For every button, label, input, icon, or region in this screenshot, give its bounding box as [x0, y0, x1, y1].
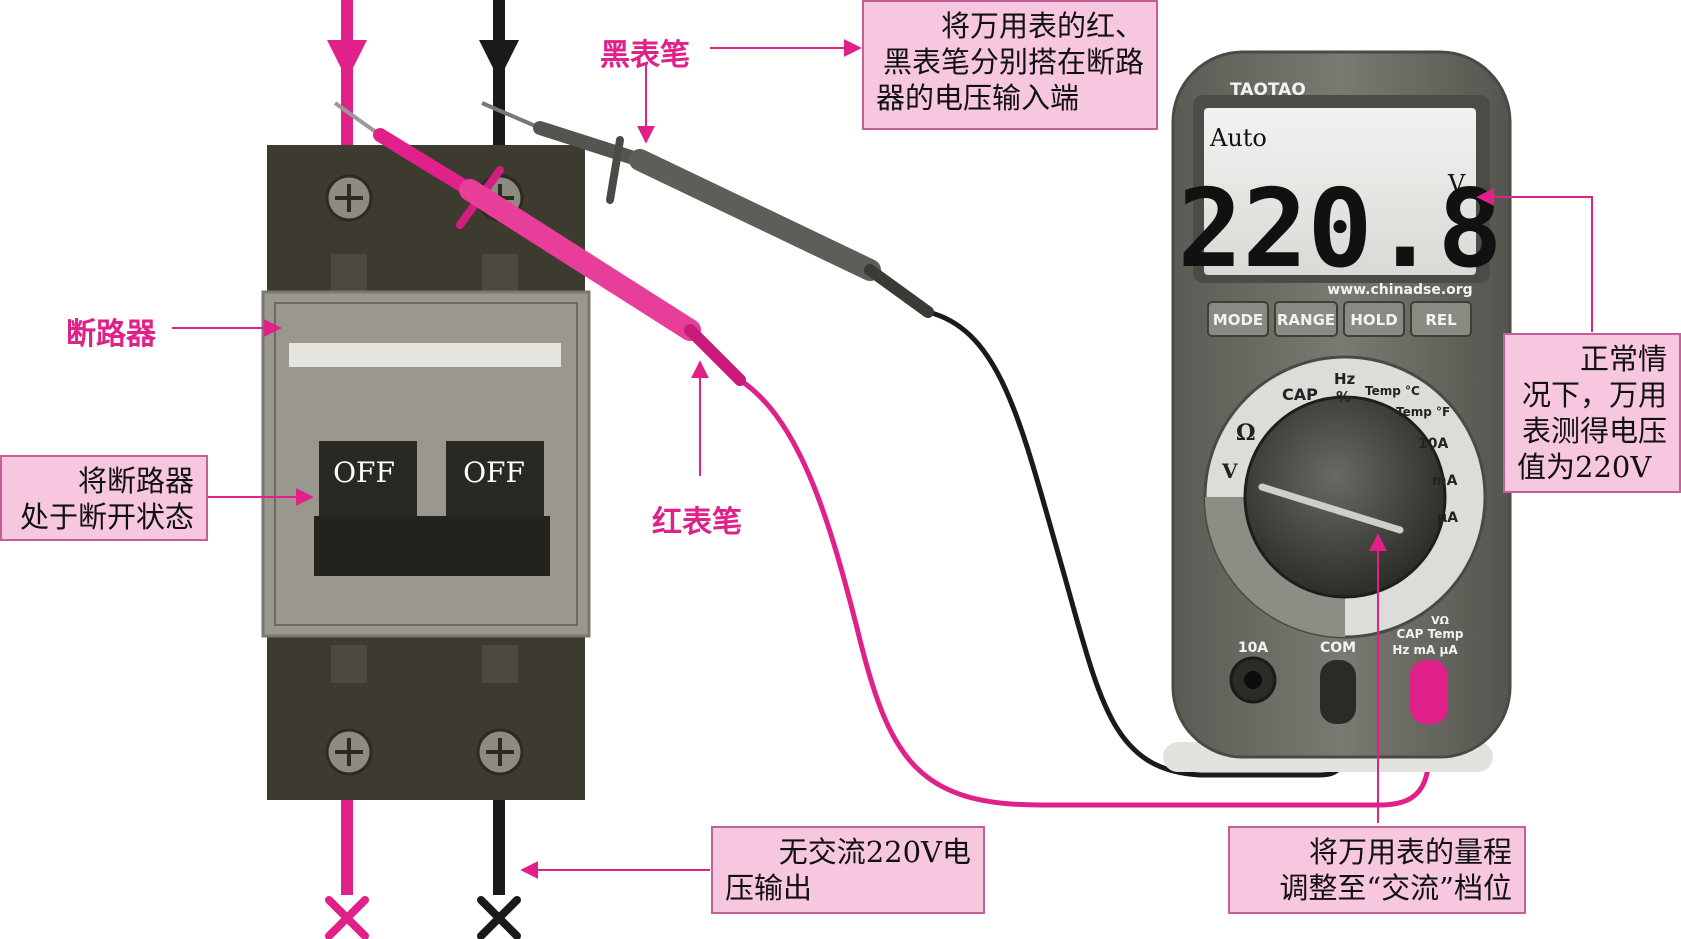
red-probe-cable: [738, 377, 1433, 808]
hold-button-label: HOLD: [1350, 311, 1397, 329]
input-jacks: 10A COM VΩ CAP Temp Hz mA μA: [1229, 614, 1464, 724]
dial-ua: μA: [1437, 510, 1458, 526]
callout-line: 况下，万用: [1521, 378, 1667, 412]
black-probe-label: 黑表笔: [600, 38, 690, 73]
red-probe-label: 红表笔: [652, 505, 742, 540]
breaker-label-strip: [289, 343, 561, 367]
callout-line: 将断路器: [77, 464, 194, 498]
live-flow-arrow-icon: [327, 40, 367, 80]
callout-line: 处于断开状态: [19, 500, 194, 534]
jack-10a-label: 10A: [1238, 640, 1268, 656]
selector-pointer: [1258, 483, 1404, 534]
dial-cap: CAP: [1282, 385, 1318, 404]
dial-ma: mA: [1432, 473, 1458, 489]
breaker-toggle-left[interactable]: [319, 441, 417, 521]
callout-line: 值为220V: [1517, 450, 1652, 484]
mode-button-label: MODE: [1213, 311, 1263, 329]
dial-temp-c: Temp °C: [1365, 384, 1420, 398]
rel-button-label: REL: [1425, 311, 1457, 329]
terminal-screw-icon: [325, 174, 373, 222]
callout-line: 压输出: [725, 871, 813, 905]
leader-lines: [172, 39, 1593, 879]
neutral-flow-arrow-icon: [479, 40, 519, 80]
voltage-reading: 220.8: [1177, 167, 1502, 292]
dial-10a: 10A: [1418, 436, 1448, 452]
leader-reading: [1476, 188, 1593, 332]
terminal-screw-icon: [476, 728, 524, 776]
meter-buttons: MODE RANGE HOLD REL: [1207, 301, 1472, 337]
dial-v-ac: V: [1221, 459, 1238, 483]
rel-button[interactable]: [1410, 301, 1472, 337]
callout-range-setting: 将万用表的量程 调整至“交流”档位: [1228, 826, 1526, 914]
dial-ohm: Ω: [1236, 420, 1256, 446]
unit-indicator: V: [1447, 170, 1466, 198]
black-probe-cable: [927, 309, 1348, 778]
callout-connect-probes: 将万用表的红、 黑表笔分别搭在断路 器的电压输入端: [862, 0, 1158, 130]
callout-line: 将万用表的量程: [1308, 835, 1512, 869]
lcd-screen: [1204, 108, 1476, 275]
callout-line: 黑表笔分别搭在断路: [882, 45, 1144, 79]
black-probe[interactable]: [481, 101, 934, 318]
breaker-toggle-base: [314, 516, 550, 576]
range-button-label: RANGE: [1277, 311, 1335, 329]
callout-line: 器的电压输入端: [876, 81, 1080, 115]
auto-range-indicator: Auto: [1209, 124, 1267, 152]
website-text: www.chinadse.org: [1327, 282, 1472, 298]
mode-button[interactable]: [1207, 301, 1269, 337]
callout-normal-reading: 正常情 况下，万用 表测得电压 值为220V: [1503, 333, 1681, 493]
breaker-left-off-text: OFF: [333, 456, 395, 489]
live-cross-icon: [325, 896, 369, 939]
dial-temp-f: Temp °F: [1396, 405, 1450, 419]
hold-button[interactable]: [1343, 301, 1405, 337]
circuit-breaker: OFF OFF: [261, 145, 591, 800]
red-probe-plug[interactable]: [1410, 660, 1448, 724]
jack-main-label-line1: VΩ: [1431, 614, 1450, 627]
callout-line: 将万用表的红、: [940, 9, 1144, 43]
multimeter: TAOTAO Auto 220.8 V www.chinadse.org MOD…: [1163, 50, 1512, 772]
brand-name: TAOTAO: [1230, 80, 1306, 100]
callout-line: 表测得电压: [1521, 414, 1667, 448]
callout-line: 无交流220V电: [778, 835, 971, 869]
breaker-toggle-right[interactable]: [446, 441, 544, 521]
breaker-label: 断路器: [66, 317, 156, 352]
black-probe-plug[interactable]: [1320, 660, 1356, 724]
jack-com-label: COM: [1320, 640, 1356, 656]
callout-line: 正常情: [1579, 342, 1667, 376]
dial-percent: %: [1336, 388, 1351, 406]
callout-breaker-off: 将断路器 处于断开状态: [0, 455, 208, 541]
red-probe[interactable]: [333, 101, 746, 386]
neutral-cross-icon: [477, 896, 521, 939]
live-wire-top: [327, 0, 367, 145]
dial-hz: Hz: [1334, 370, 1356, 388]
neutral-wire-top: [479, 0, 519, 145]
callout-line: 调整至“交流”档位: [1279, 871, 1512, 905]
range-button[interactable]: [1274, 301, 1338, 337]
jack-main-label-line2: CAP Temp: [1397, 627, 1464, 641]
jack-main-label-line3: Hz mA μA: [1392, 643, 1458, 657]
terminal-screw-icon: [325, 728, 373, 776]
rotary-selector-knob[interactable]: [1243, 395, 1447, 599]
callout-no-output: 无交流220V电 压输出: [711, 826, 985, 914]
breaker-right-off-text: OFF: [463, 456, 525, 489]
function-dial: V Ω CAP Hz % Temp °C Temp °F 10A mA μA: [1203, 355, 1487, 639]
